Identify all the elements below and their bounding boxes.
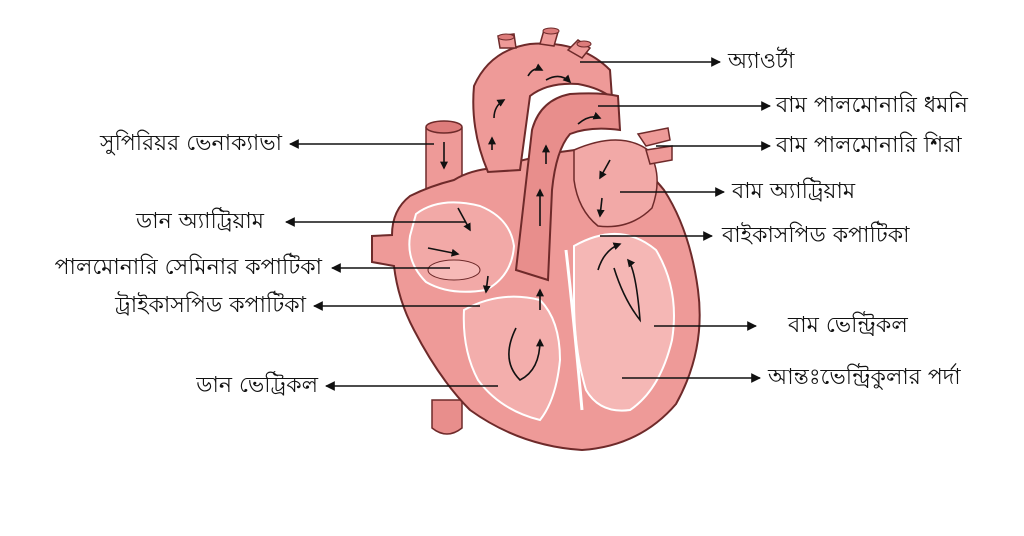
label-left-pulmonary-artery: বাম পালমোনারি ধমনি <box>776 93 968 118</box>
left-atrium-chamber <box>573 139 658 228</box>
pulmonary-vein-stub-bottom <box>645 145 673 165</box>
septum <box>564 249 584 411</box>
pointer-lines <box>285 57 771 391</box>
label-aorta: অ্যাওর্টা <box>728 49 795 74</box>
label-right-atrium: ডান অ্যাট্রিয়াম <box>136 209 264 234</box>
label-right-ventricle: ডান ভেট্রিকল <box>196 373 318 398</box>
pulmonary-vein-stub-top <box>636 127 671 147</box>
aortic-branch-2-opening <box>542 27 560 35</box>
coronary-sinus <box>427 259 481 281</box>
label-interventricular-septum: আন্তঃভেন্ট্রিকুলার পর্দা <box>768 365 961 390</box>
label-bicuspid-valve: বাইকাসপিড কপাটিকা <box>722 223 910 248</box>
label-left-pulmonary-vein: বাম পালমোনারি শিরা <box>776 133 962 158</box>
label-tricuspid-valve: ট্রাইকাসপিড কপাটিকা <box>115 293 306 318</box>
label-pulmonary-semilunar-valve: পালমোনারি সেমিনার কপাটিকা <box>54 255 322 280</box>
blood-flow-arrows <box>427 63 642 381</box>
aortic-branch-1-opening <box>497 33 515 41</box>
left-ventricle-chamber <box>573 233 675 412</box>
aortic-arch <box>472 42 614 174</box>
aortic-branch-3-opening <box>576 40 592 48</box>
inferior-vena-cava <box>431 399 463 435</box>
superior-vena-cava-opening <box>425 120 463 134</box>
right-ventricle-chamber <box>462 295 562 422</box>
label-superior-vena-cava: সুপিরিয়র ভেনাক্যাভা <box>100 131 282 156</box>
pulmonary-trunk <box>514 92 622 282</box>
label-left-ventricle: বাম ভেন্ট্রিকল <box>788 313 908 338</box>
label-left-atrium: বাম অ্যাট্রিয়াম <box>732 179 856 204</box>
